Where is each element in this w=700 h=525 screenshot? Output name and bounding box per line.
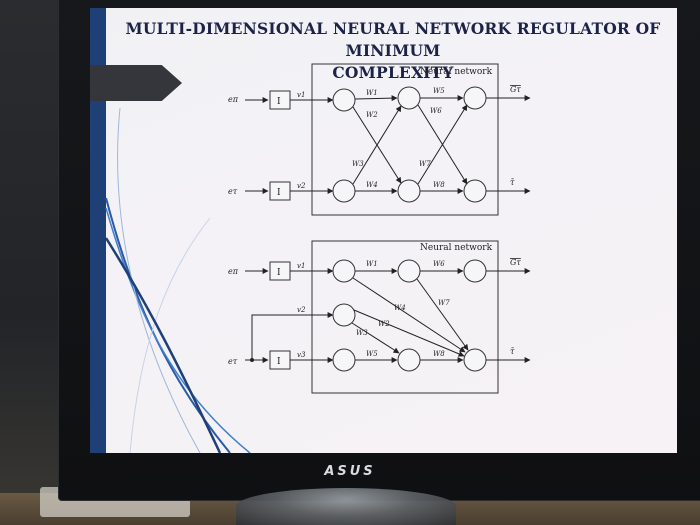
top-diagram: Neural network eπ eτ I I v1 v2 [228, 63, 531, 216]
top-weight-w4: W4 [366, 181, 378, 189]
top-neuron-6 [463, 179, 487, 203]
top-conn-w1 [354, 95, 398, 102]
bottom-neuron-5 [397, 348, 421, 372]
bottom-neuron-2 [332, 303, 356, 327]
monitor-stand [236, 488, 456, 525]
top-neuron-3 [397, 86, 421, 110]
bottom-conn-w2 [353, 309, 465, 357]
bottom-diagram: Neural network eπ eτ I I v1 v2 v3 [228, 240, 531, 394]
bottom-input-lower: eτ [228, 357, 238, 366]
top-network-box [311, 63, 499, 216]
bottom-neuron-3 [332, 348, 356, 372]
bottom-weight-w5: W5 [366, 350, 378, 358]
top-input-upper: eπ [228, 95, 239, 104]
top-weight-w1: W1 [366, 89, 378, 97]
bottom-neuron-4 [397, 259, 421, 283]
bottom-neuron-7 [463, 348, 487, 372]
bottom-signal-v3: v3 [297, 351, 306, 359]
bottom-network-label: Neural network [420, 243, 493, 253]
top-neuron-2 [332, 179, 356, 203]
top-conn-w3 [352, 105, 402, 185]
bottom-signal-v1: v1 [297, 262, 305, 270]
bottom-conn-w4 [352, 277, 466, 353]
bottom-weight-w4: W4 [394, 304, 406, 312]
slide-arrow-shape [90, 65, 182, 101]
slide-title: Multi-dimensional neural network regulat… [108, 18, 677, 84]
bottom-integrator-upper-label: I [277, 268, 281, 278]
slide-decoration [104, 107, 251, 453]
top-weight-w8: W8 [433, 181, 445, 189]
top-integrator-lower-label: I [277, 188, 281, 198]
top-neuron-5 [463, 86, 487, 110]
top-conn-w7 [417, 104, 468, 185]
bottom-conn-w7 [416, 278, 469, 351]
bottom-weight-w7: W7 [438, 299, 450, 307]
neural-network-diagrams: Neural network eπ eτ I I v1 v2 [228, 63, 531, 394]
monitor-screen: Multi-dimensional neural network regulat… [90, 8, 677, 453]
top-weight-w5: W5 [433, 87, 445, 95]
bottom-neuron-1 [332, 259, 356, 283]
bottom-input-upper: eπ [228, 267, 239, 276]
bottom-weight-w2: W2 [378, 320, 390, 328]
top-weight-w6: W6 [430, 107, 442, 115]
top-output-lower: τ̄ [510, 178, 515, 187]
top-neuron-1 [332, 88, 356, 112]
bottom-output-upper: Gτ [510, 258, 521, 267]
bottom-integrator-lower-label: I [277, 357, 281, 367]
bottom-weight-w1: W1 [366, 260, 378, 268]
top-integrator-upper-label: I [277, 97, 281, 107]
bottom-signal-v2: v2 [297, 306, 306, 314]
bottom-network-box [311, 240, 499, 394]
top-weight-w3: W3 [352, 160, 364, 168]
top-signal-v1: v1 [297, 91, 305, 99]
slide-accent-bar [90, 8, 106, 453]
bottom-conn-w3 [351, 322, 400, 354]
title-line-2: complexity [332, 63, 454, 82]
bottom-weight-w8: W8 [433, 350, 445, 358]
top-neuron-4 [397, 179, 421, 203]
top-weight-w7: W7 [419, 160, 431, 168]
monitor-brand-logo: ASUS [324, 464, 376, 479]
bottom-branch-line [251, 312, 334, 360]
bottom-weight-w3: W3 [356, 329, 368, 337]
top-input-lower: eτ [228, 187, 238, 196]
bottom-weight-w6: W6 [433, 260, 445, 268]
top-signal-v2: v2 [297, 182, 306, 190]
top-weight-w2: W2 [366, 111, 378, 119]
bottom-output-lower: τ̄ [510, 347, 515, 356]
top-network-label: Neural network [420, 67, 493, 77]
top-output-upper: Gτ [510, 85, 521, 94]
title-line-1: Multi-dimensional neural network regulat… [125, 19, 661, 60]
bottom-neuron-6 [463, 259, 487, 283]
